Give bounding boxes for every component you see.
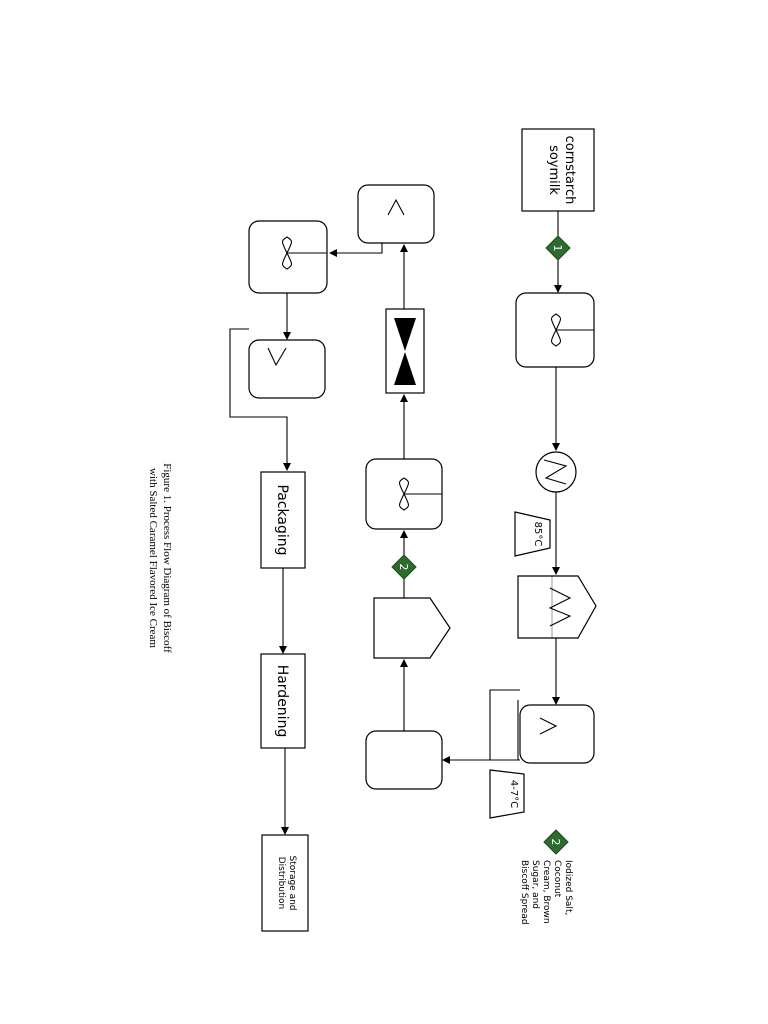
storage-step: Storage and Distribution <box>261 834 309 932</box>
valve-top-icon <box>394 318 416 351</box>
caption-line-1: Figure 1. Process Flow Diagram of Biscof… <box>161 463 173 653</box>
feed-label-1: cornstarch <box>562 136 577 205</box>
flow-arrow-to-packaging <box>229 328 291 471</box>
hardening-step: Hardening <box>260 653 306 749</box>
heat-exchanger <box>535 451 577 493</box>
aging-tank-2 <box>357 184 435 244</box>
temp-85-label: 85°C <box>532 522 543 547</box>
packaging-step: Packaging <box>260 471 306 569</box>
legend-marker-2-icon <box>543 829 569 855</box>
legend-line-4: Sugar, and <box>530 860 540 909</box>
flow-arrow-aging2-to-freezer <box>329 243 383 257</box>
feed-box: cornstarch soymilk <box>521 128 595 212</box>
input-marker-2: 2 <box>391 554 417 580</box>
figure-caption: Figure 1. Process Flow Diagram of Biscof… <box>147 463 173 653</box>
pasteurizer-tank <box>517 575 597 639</box>
input-marker-1: 1 <box>545 235 571 261</box>
agitator-icon-3 <box>281 236 293 270</box>
valve-bottom-icon <box>394 352 416 385</box>
freezer-tank <box>248 220 328 294</box>
coil-icon-3 <box>267 347 287 367</box>
temp-tag-85: 85°C <box>514 511 551 557</box>
homogenizer <box>385 308 425 394</box>
storage-label-2: Distribution <box>276 857 286 910</box>
marker-1-label: 1 <box>551 245 564 252</box>
temp-4-7-label: 4-7°C <box>508 780 519 808</box>
feed-label-2: soymilk <box>546 145 561 195</box>
legend: 2 Iodized Salt, Coconut Cream, Brown Sug… <box>519 829 573 925</box>
legend-line-2: Coconut <box>552 860 562 898</box>
cooling-tank <box>519 704 595 764</box>
continuous-freezer <box>248 339 326 399</box>
mixing-tank-2 <box>365 458 443 530</box>
coil-icon <box>548 587 572 627</box>
cooling-coil-icon <box>539 717 558 735</box>
legend-marker-label: 2 <box>549 839 562 846</box>
temp-tag-4-7: 4-7°C <box>489 769 525 819</box>
legend-line-5: Biscoff Spread <box>519 860 529 925</box>
ingredient-hopper <box>373 597 451 659</box>
caption-line-2: with Salted Caramel Flavored Ice Cream <box>147 468 159 648</box>
agitator-icon-2 <box>398 477 410 511</box>
coil-icon-2 <box>387 198 405 216</box>
mixing-tank-1 <box>515 292 595 368</box>
storage-label-1: Storage and <box>287 855 297 910</box>
heating-coil-icon <box>543 459 568 485</box>
legend-line-1: Iodized Salt, <box>563 860 573 915</box>
agitator-icon <box>550 313 562 347</box>
marker-2-label: 2 <box>397 564 410 571</box>
hardening-label: Hardening <box>274 665 290 738</box>
coolant-line <box>489 689 520 761</box>
packaging-label: Packaging <box>274 484 290 555</box>
aging-vessel <box>365 730 443 790</box>
legend-line-3: Cream, Brown <box>541 860 551 924</box>
